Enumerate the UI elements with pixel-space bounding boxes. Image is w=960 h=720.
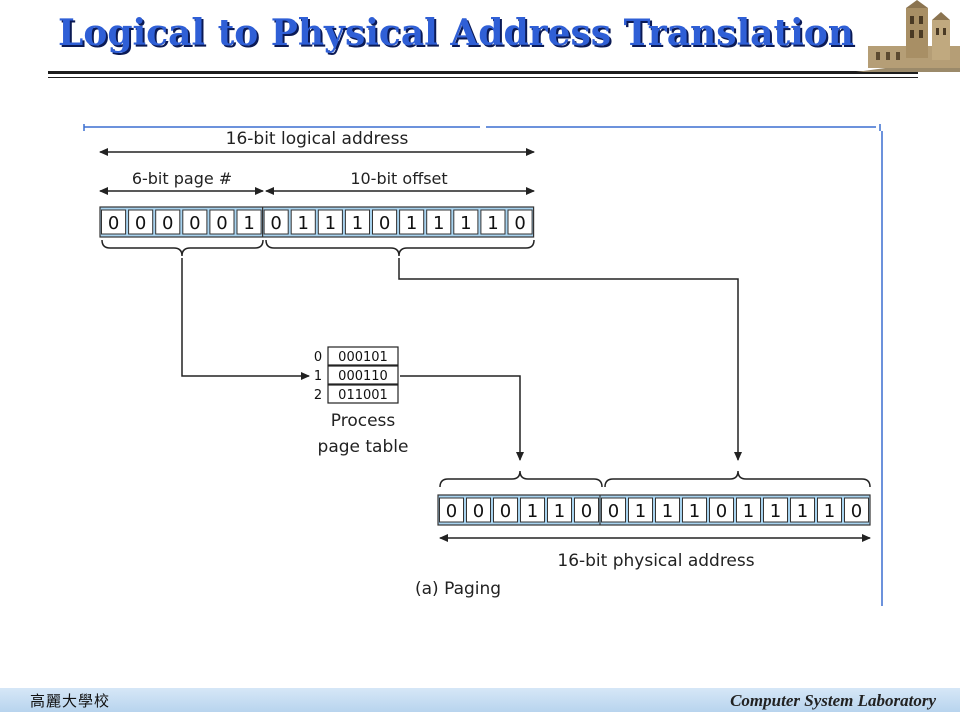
logical-bit-5: 1 (243, 213, 254, 234)
university-building-logo (856, 0, 960, 72)
figure-frame (83, 124, 883, 606)
table-to-physical-arrow (400, 375, 524, 461)
physical-bit-13: 1 (797, 501, 808, 522)
offset-bits-brace (265, 239, 535, 257)
title-rule-thin (48, 77, 918, 78)
logical-cell-10 (372, 209, 398, 235)
logical-cell-9 (344, 209, 370, 235)
logical-cell-15 (507, 209, 533, 235)
physical-bit-8: 1 (662, 501, 673, 522)
offset-to-physical-arrow (398, 258, 742, 461)
logical-cell-13 (453, 209, 479, 235)
physical-bit-3: 1 (527, 501, 538, 522)
logical-cell-2 (155, 209, 181, 235)
logical-cell-4 (209, 209, 235, 235)
lab-name: Computer System Laboratory (730, 691, 936, 710)
logical-bit-3: 0 (189, 213, 200, 234)
physical-cell-9 (682, 497, 707, 523)
physical-cell-13 (790, 497, 815, 523)
page-table-index-0: 0 (314, 350, 322, 365)
logical-bit-0: 0 (108, 213, 119, 234)
logical-bit-4: 0 (216, 213, 227, 234)
physical-bit-0: 0 (446, 501, 457, 522)
logical-bit-1: 0 (135, 213, 146, 234)
logical-bit-2: 0 (162, 213, 173, 234)
logical-outline (99, 206, 535, 238)
physical-cell-8 (655, 497, 680, 523)
logical-address-label: 16-bit logical address (226, 129, 409, 149)
logical-cell-14 (480, 209, 506, 235)
logical-bit-12: 1 (433, 213, 444, 234)
logical-cell-5 (236, 209, 262, 235)
physical-bit-4: 1 (554, 501, 565, 522)
physical-bit-1: 0 (473, 501, 484, 522)
process-page-table: 000101 000110 011001 0 1 2 Process page … (314, 346, 409, 457)
page-table-index-2: 2 (314, 388, 322, 403)
physical-cell-5 (574, 497, 599, 523)
physical-bit-12: 1 (770, 501, 781, 522)
logical-cell-12 (426, 209, 452, 235)
physical-cell-4 (547, 497, 572, 523)
physical-bit-15: 0 (851, 501, 862, 522)
physical-outline (437, 494, 871, 526)
logical-bit-14: 1 (487, 213, 498, 234)
physical-bit-6: 0 (608, 501, 619, 522)
logical-bit-11: 1 (406, 213, 417, 234)
physical-address-label: 16-bit physical address (557, 551, 754, 571)
page-table-caption-line1: Process (331, 411, 396, 431)
physical-cell-6 (601, 497, 626, 523)
logical-bit-9: 1 (352, 213, 363, 234)
logical-bit-7: 1 (298, 213, 309, 234)
page-table-entry-2: 011001 (338, 388, 388, 403)
logical-bit-8: 1 (325, 213, 336, 234)
physical-offset-brace (604, 470, 871, 488)
page-table-entry-0: 000101 (338, 350, 388, 365)
logical-bit-6: 0 (270, 213, 281, 234)
logical-cell-1 (128, 209, 154, 235)
physical-cell-1 (466, 497, 491, 523)
physical-cell-14 (817, 497, 842, 523)
physical-bit-5: 0 (581, 501, 592, 522)
page-bits-brace (101, 239, 264, 257)
logical-bit-10: 0 (379, 213, 390, 234)
page-to-table-arrow (181, 258, 310, 380)
footer-bar (0, 688, 960, 712)
physical-bit-11: 1 (743, 501, 754, 522)
physical-bit-9: 1 (689, 501, 700, 522)
physical-cell-12 (763, 497, 788, 523)
page-title: Logical to Physical Address Translation (58, 12, 854, 54)
logical-cell-0 (101, 209, 127, 235)
physical-cell-10 (709, 497, 734, 523)
physical-cell-7 (628, 497, 653, 523)
logical-bit-15: 0 (514, 213, 525, 234)
page-table-entry-1: 000110 (338, 369, 388, 384)
physical-bit-10: 0 (716, 501, 727, 522)
physical-cell-2 (493, 497, 518, 523)
physical-bit-14: 1 (824, 501, 835, 522)
logical-cell-6 (263, 209, 289, 235)
page-table-caption-line2: page table (318, 437, 409, 457)
physical-cell-11 (736, 497, 761, 523)
logical-bit-13: 1 (460, 213, 471, 234)
title-rule (48, 71, 918, 74)
logical-cell-3 (182, 209, 208, 235)
logical-cell-7 (290, 209, 316, 235)
figure-caption: (a) Paging (415, 579, 501, 599)
university-name: 高麗大學校 (30, 692, 111, 710)
logical-cell-11 (399, 209, 425, 235)
frame-bits-brace (439, 470, 603, 488)
physical-bit-7: 1 (635, 501, 646, 522)
physical-cell-0 (439, 497, 464, 523)
offset-label: 10-bit offset (350, 169, 447, 188)
page-number-label: 6-bit page # (132, 169, 232, 188)
logical-cell-8 (317, 209, 343, 235)
page-table-index-1: 1 (314, 369, 322, 384)
physical-cell-15 (844, 497, 869, 523)
physical-cell-3 (520, 497, 545, 523)
physical-bit-2: 0 (500, 501, 511, 522)
